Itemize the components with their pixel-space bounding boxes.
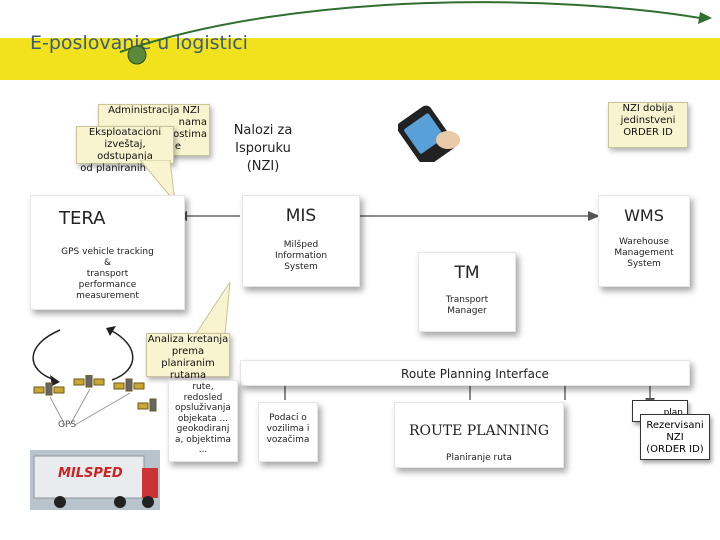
admin-line4: e	[174, 141, 181, 152]
mis-line2: Information	[274, 251, 328, 261]
nalozi-line1: Nalozi za	[233, 123, 293, 138]
cycle-arrow-right	[109, 329, 134, 381]
rute-line2: redosled	[183, 392, 223, 403]
cycle-arrowhead-right	[106, 326, 116, 336]
analiza-callout-tail	[194, 281, 231, 336]
mis-line1: Milšped	[283, 240, 319, 250]
wms-box: WMS Warehouse Management System	[598, 195, 690, 287]
route-planning-title: ROUTE PLANNING	[408, 423, 550, 439]
analiza-callout: Analiza kretanja prema planiranim rutama	[146, 333, 230, 381]
gps-satellites-icon	[33, 375, 157, 426]
admin-line3: nostima	[166, 129, 207, 140]
podaci-line3: vozačima	[266, 435, 310, 445]
rute-line3: opsluživanja	[175, 403, 231, 413]
rute-line7: ...	[198, 445, 208, 455]
admin-line2: nama	[178, 117, 207, 128]
tm-title: TM	[454, 263, 480, 283]
wms-line1: Warehouse	[618, 237, 670, 247]
mis-box: MIS Milšped Information System	[242, 195, 360, 287]
eksploatacioni-line1: Eksploatacioni	[88, 127, 162, 138]
route-planning-interface-bar: Route Planning Interface	[240, 360, 690, 386]
podaci-line1: Podaci o	[269, 413, 307, 423]
nalozi-line2: Isporuku	[235, 141, 291, 156]
tera-line4: performance	[78, 280, 137, 290]
nzi-line1: NZI dobija	[622, 103, 674, 114]
analiza-line3: rutama	[169, 370, 207, 381]
title-band	[0, 38, 720, 80]
rute-line5: geokodiranj	[176, 424, 230, 434]
reserved-order-box: Rezervisani NZI (ORDER ID)	[640, 414, 710, 460]
mis-wms-arrowhead	[588, 211, 600, 221]
rute-line1: rute,	[192, 382, 214, 392]
smartphone-icon	[398, 105, 460, 162]
mis-line3: System	[284, 262, 318, 272]
reserved-line3: (ORDER ID)	[646, 444, 704, 455]
tera-line5: measurement	[76, 291, 139, 301]
eksploatacioni-callout: Eksploatacioni izveštaj, odstupanja od p…	[76, 126, 174, 174]
tm-box: TM Transport Manager	[418, 252, 516, 332]
truck-brand: MILSPED	[58, 466, 123, 481]
podaci-line2: vozilima i	[266, 424, 310, 434]
tera-line2: &	[103, 258, 112, 268]
gps-label: GPS	[58, 420, 77, 430]
tm-line1: Transport	[445, 295, 489, 305]
eksploatacioni-line3: od planiranih ruta	[80, 163, 170, 174]
eksploatacioni-line2: izveštaj, odstupanja	[97, 139, 153, 162]
route-planning-interface-label: Route Planning Interface	[401, 367, 549, 381]
rute-line6: a, objektima	[174, 434, 232, 445]
rute-box: rute, redosled opsluživanja objekata ...…	[168, 380, 238, 462]
eksploatacioni-callout-tail	[139, 160, 176, 204]
page-title: E-poslovanje u logistici	[30, 32, 248, 54]
cycle-arrow-left	[32, 329, 61, 381]
wms-line3: System	[627, 259, 661, 269]
reserved-top: plan	[663, 408, 683, 418]
globe-icon	[127, 45, 147, 65]
wms-title: WMS	[624, 206, 664, 225]
mis-title: MIS	[285, 206, 317, 226]
nzi-line3: ORDER ID	[623, 127, 673, 138]
nzi-callout: NZI dobija jedinstveni ORDER ID	[608, 102, 688, 148]
route-planning-sub: Planiranje ruta	[446, 453, 512, 463]
reserved-line1: Rezervisani	[646, 420, 704, 431]
nzi-line2: jedinstveni	[620, 115, 676, 126]
nalozi-label: Nalozi za Isporuku (NZI)	[228, 122, 298, 176]
analiza-line1: Analiza kretanja	[147, 334, 229, 345]
tera-line1: GPS vehicle tracking	[61, 247, 154, 257]
reserved-line2: NZI	[666, 432, 684, 443]
rute-line4: objekata ...	[177, 413, 229, 424]
nalozi-line3: (NZI)	[246, 159, 280, 174]
tm-line2: Manager	[447, 306, 487, 316]
admin-line1: Administracija NZI	[108, 105, 200, 116]
podaci-box: Podaci o vozilima i vozačima	[258, 402, 318, 462]
top-swoosh-arrow	[119, 1, 701, 53]
truck-icon	[30, 450, 160, 510]
tera-box: TERA GPS vehicle tracking & transport pe…	[30, 195, 185, 310]
top-swoosh-arrowhead	[698, 12, 712, 24]
analiza-line2: prema planiranim	[161, 346, 215, 369]
tera-title: TERA	[59, 208, 106, 229]
route-planning-box: ROUTE PLANNING Planiranje ruta	[394, 402, 564, 468]
tera-line3: transport	[86, 269, 129, 279]
wms-line2: Management	[614, 248, 674, 258]
